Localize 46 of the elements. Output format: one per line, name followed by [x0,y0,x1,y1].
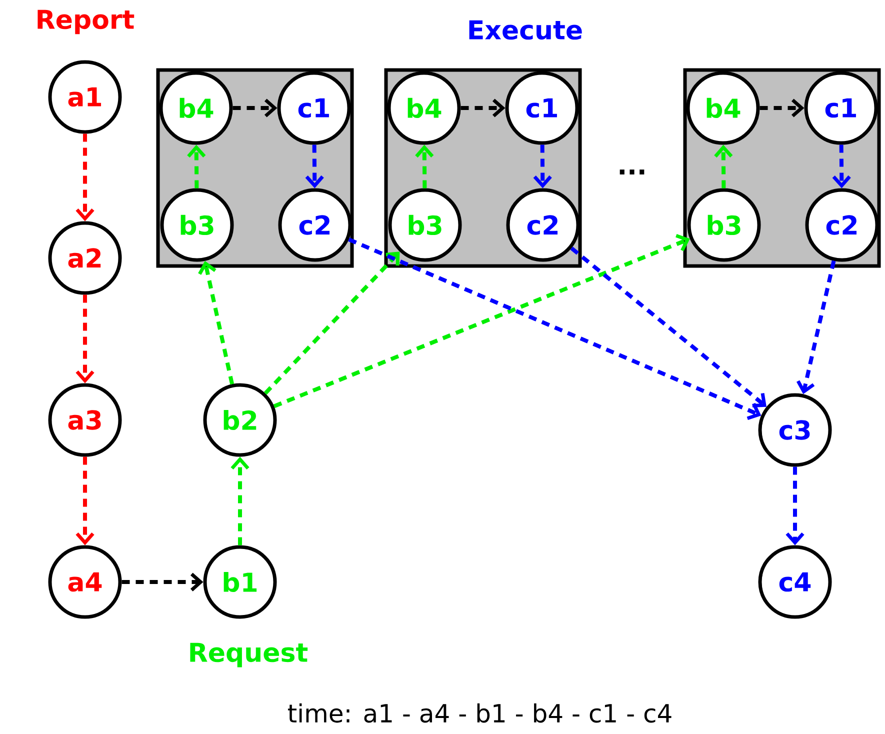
arrow [305,144,324,188]
circle-node: c1 [804,71,878,145]
arrow [786,466,804,546]
arrow [714,144,733,188]
arrow [76,294,94,384]
circle-node: b4 [387,71,461,145]
heading: Execute [469,20,582,40]
circle-node: b3 [687,188,761,262]
circle-node: c4 [758,545,832,619]
circle-node: c2 [805,188,879,262]
circle-node: b2 [203,383,277,457]
circle-node: c2 [278,188,352,262]
circle-node: c1 [277,71,351,145]
arrow [76,134,94,222]
arrow [273,234,690,408]
arrow [232,98,278,118]
arrow [348,238,762,420]
arrow [570,246,766,408]
circle-node: c1 [505,71,579,145]
circle-node: b3 [388,188,462,262]
circle-node: a4 [48,545,122,619]
circle-node: a3 [48,383,122,457]
heading: Request [190,642,308,668]
circle-node: b4 [159,71,233,145]
arrow [230,456,250,546]
heading: ... [620,170,644,174]
circle-node: a1 [48,60,122,134]
caption: time: a1 - a4 - b1 - b4 - c1 - c4 [288,703,672,723]
arrow [187,144,206,188]
circle-node: b4 [686,71,760,145]
arrow [264,252,400,395]
arrow [415,144,434,188]
arrow [760,98,804,118]
arrow [796,260,836,394]
circle-node: b3 [160,188,234,262]
arrow [460,98,506,118]
circle-node: c2 [506,188,580,262]
circle-node: b1 [203,545,277,619]
circle-node: c3 [758,393,832,467]
arrow [533,144,552,188]
circle-node: a2 [48,221,122,295]
arrow [122,572,204,592]
arrow [832,144,851,188]
arrow [76,456,94,546]
heading: Report [38,10,134,34]
arrow [198,260,234,385]
